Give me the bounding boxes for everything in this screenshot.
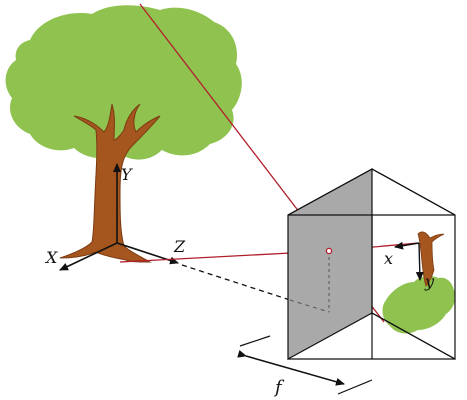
inverted-tree-image (382, 231, 456, 334)
image-y-label: y (424, 272, 435, 291)
focal-tick-right (337, 379, 373, 395)
world-y-label: Y (121, 165, 133, 184)
pinhole (325, 247, 333, 255)
world-axes: Y Z X (44, 163, 186, 271)
image-foliage (382, 275, 456, 334)
world-x-label: X (44, 248, 58, 267)
image-x-axis (394, 241, 420, 250)
camera-box-bottom-diag (371, 312, 456, 360)
tree (5, 5, 242, 263)
focal-tick-left (239, 335, 271, 347)
camera-box: x y (287, 167, 456, 361)
tree-trunk (59, 103, 161, 263)
optical-axis-dashed (181, 264, 291, 301)
focal-length-arrow (237, 349, 345, 386)
image-y-axis (415, 242, 424, 281)
focal-length-label: f (273, 377, 285, 398)
tree-foliage (5, 5, 242, 160)
camera-front-panel (287, 167, 373, 361)
image-x-label: x (384, 249, 393, 268)
world-z-label: Z (173, 237, 186, 256)
camera-box-top-edge (371, 168, 456, 216)
world-x-axis (59, 242, 118, 271)
optical-axis-inside (289, 299, 330, 313)
image-trunk (417, 231, 445, 287)
